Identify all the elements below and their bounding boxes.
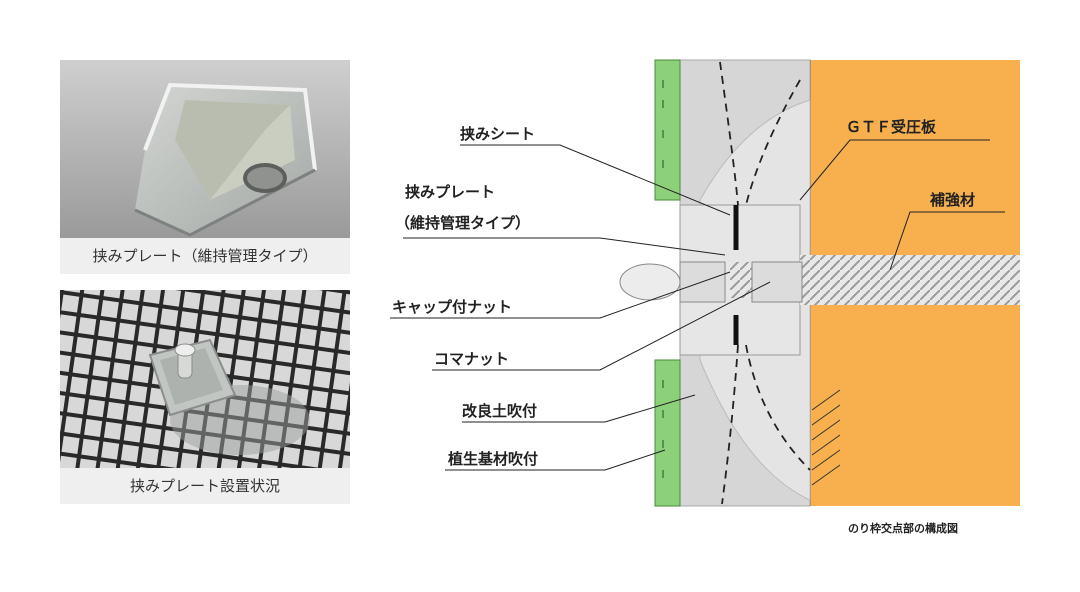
cap-nut-shape: [619, 261, 726, 303]
koma-nut-shape: [751, 261, 803, 303]
installation-photo: [60, 290, 350, 468]
cross-section-diagram: 挟みシート 挟みプレート （維持管理タイプ） キャップ付ナット コマナット 改良…: [390, 59, 1020, 535]
label-gtf-plate: ＧＴＦ受圧板: [846, 118, 937, 136]
vegetation-layer: [654, 59, 681, 201]
label-cap-nut: キャップ付ナット: [392, 298, 512, 316]
diagram-credit: のり枠交点部の構成図: [848, 521, 958, 535]
plate-photo-caption: 挟みプレート（維持管理タイプ）: [60, 238, 350, 274]
label-sheet: 挟みシート: [460, 125, 535, 143]
label-plate: 挟みプレート: [405, 183, 495, 201]
label-reinforcement: 補強材: [929, 191, 975, 209]
installation-photo-caption: 挟みプレート設置状況: [60, 468, 350, 504]
label-koma-nut: コマナット: [434, 350, 509, 368]
label-improved-soil: 改良土吹付: [462, 402, 537, 420]
reinforcement-bar: [800, 255, 1020, 305]
label-vegetation: 植生基材吹付: [448, 450, 538, 468]
label-plate-type: （維持管理タイプ）: [395, 214, 530, 232]
plate-photo: [60, 60, 350, 238]
